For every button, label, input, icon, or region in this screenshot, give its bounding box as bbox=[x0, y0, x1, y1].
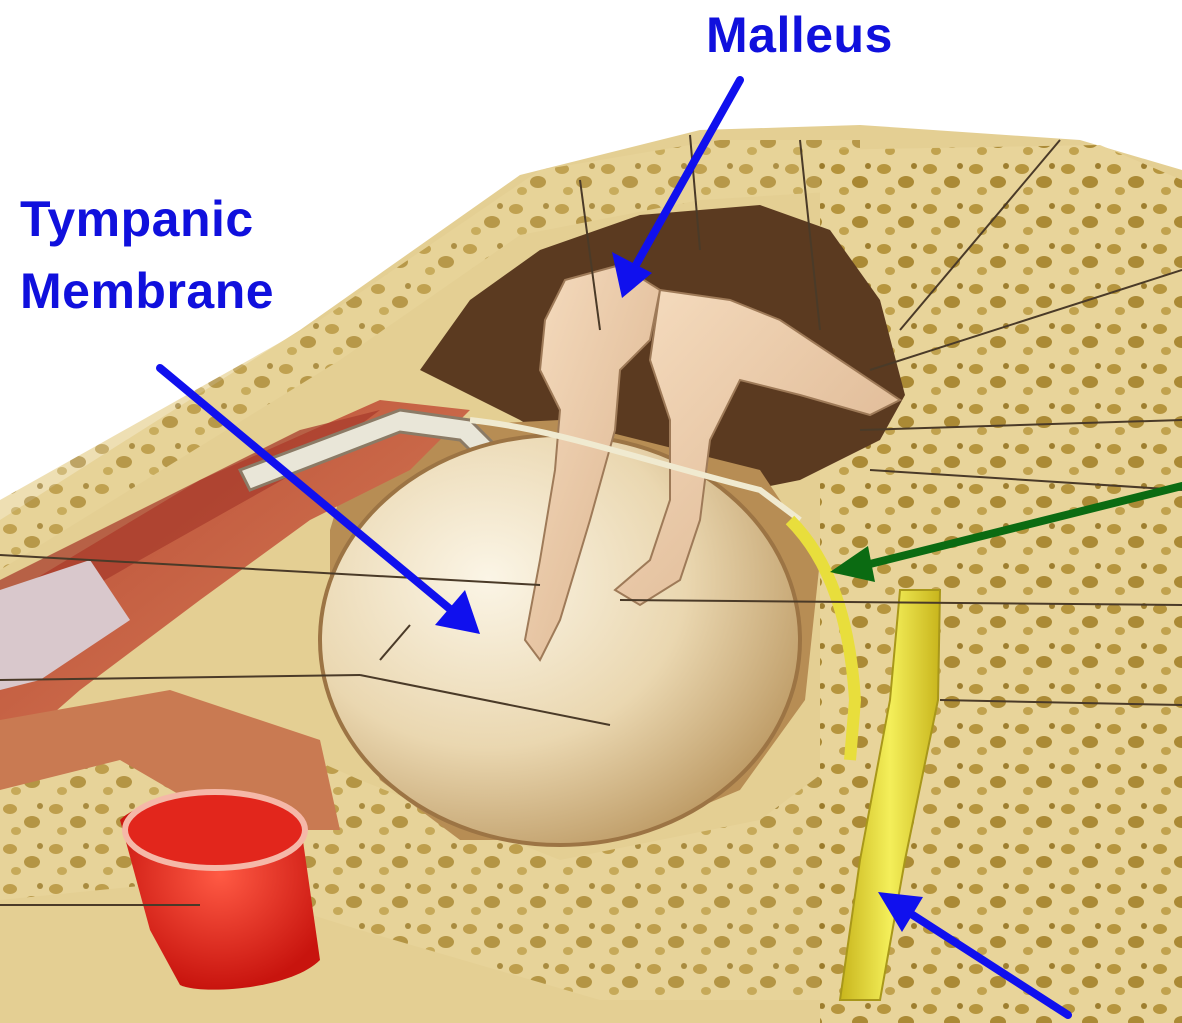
tympanic-membrane-label: Tympanic Membrane bbox=[20, 190, 274, 320]
tympanic-label-line2: Membrane bbox=[20, 262, 274, 320]
malleus-label: Malleus bbox=[706, 6, 893, 64]
tympanic-label-line1: Tympanic bbox=[20, 190, 274, 248]
malleus-label-text: Malleus bbox=[706, 7, 893, 63]
